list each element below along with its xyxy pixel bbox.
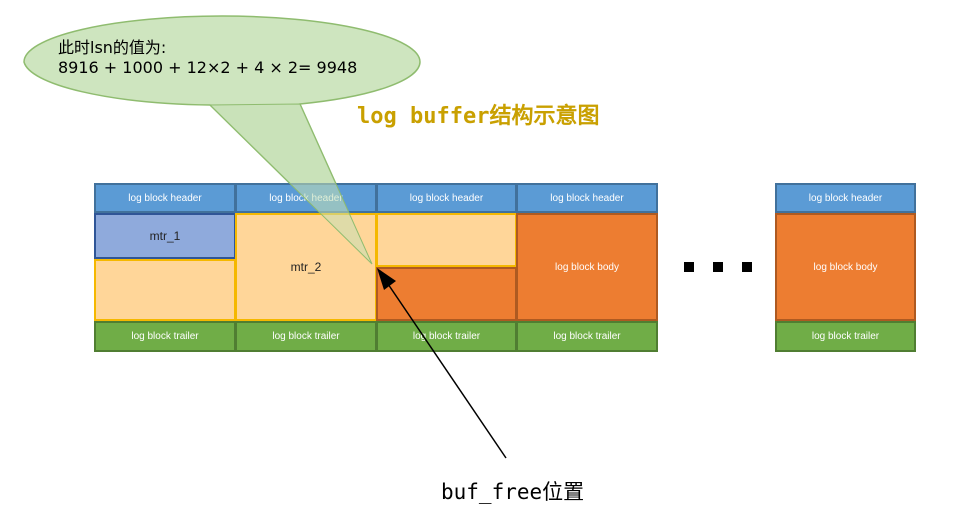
mtr-2-part-block-1: [94, 259, 236, 321]
lsn-annotation-line1: 此时lsn的值为:: [58, 38, 167, 57]
block-2-trailer: log block trailer: [235, 321, 377, 352]
block-1-trailer: log block trailer: [94, 321, 236, 352]
block-4-trailer: log block trailer: [516, 321, 658, 352]
block-3-free-body: [376, 267, 517, 321]
ellipsis-dot-1: [684, 262, 694, 272]
block-last-trailer: log block trailer: [775, 321, 916, 352]
buf-free-label: buf_free位置: [441, 480, 585, 504]
block-4-header: log block header: [516, 183, 658, 213]
ellipsis-dot-2: [713, 262, 723, 272]
mtr-2-part-block-3: [376, 213, 517, 267]
buf-free-arrow: [387, 283, 507, 459]
arrow-head-icon: [377, 268, 396, 290]
diagram-title: log buffer结构示意图: [357, 104, 600, 129]
block-1-header: log block header: [94, 183, 236, 213]
ellipsis-dot-3: [742, 262, 752, 272]
block-last-header: log block header: [775, 183, 916, 213]
block-4-body: log block body: [516, 213, 658, 321]
lsn-annotation: 此时lsn的值为: 8916 + 1000 + 12×2 + 4 × 2= 99…: [58, 38, 357, 78]
block-last-body: log block body: [775, 213, 916, 321]
lsn-annotation-line2: 8916 + 1000 + 12×2 + 4 × 2= 9948: [58, 58, 358, 77]
